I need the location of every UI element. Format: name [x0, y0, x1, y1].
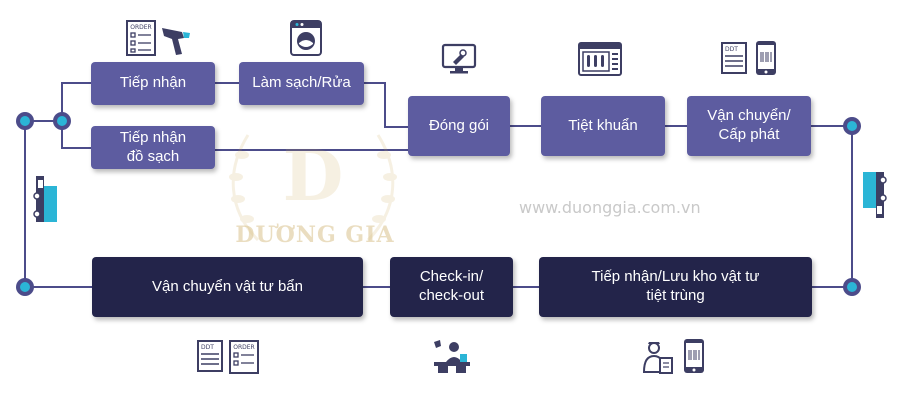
worker-clipboard-icon [642, 342, 673, 374]
node-left-bottom [16, 278, 34, 296]
link-to-receive [61, 82, 91, 121]
svg-text:ORDER: ORDER [233, 344, 254, 351]
delivery-note-icon-bottom: DDT [197, 340, 223, 372]
svg-text:ORDER: ORDER [130, 24, 151, 31]
watermark-url: www.duonggia.com.vn [519, 198, 701, 217]
node-left-split [53, 112, 71, 130]
barcode-scanner-icon [162, 28, 190, 55]
node-right-top [843, 117, 861, 135]
step-receive-clean: Tiếp nhận đồ sạch [91, 126, 215, 169]
node-left-top [16, 112, 34, 130]
worker-desk-icon [434, 340, 470, 373]
step-transport-issue: Vận chuyển/ Cấp phát [687, 96, 811, 156]
connector-nodes [16, 112, 861, 296]
mobile-barcode-icon [756, 41, 776, 75]
watermark-logo: D [229, 134, 397, 242]
step-package: Đóng gói [408, 96, 510, 156]
washing-machine-icon [290, 20, 322, 56]
monitor-icon [441, 43, 477, 74]
mobile-barcode-icon-bottom [684, 339, 704, 373]
step-transport-dirty: Vận chuyển vật tư bẩn [92, 257, 363, 317]
delivery-note-icon: DDT [721, 42, 747, 74]
step-clean-wash: Làm sạch/Rửa [239, 62, 364, 105]
step-checkin-checkout: Check-in/ check-out [390, 257, 513, 317]
watermark-name: DƯƠNG GIA [235, 222, 395, 248]
link-clean-package [364, 82, 408, 128]
sterilizer-icon [578, 42, 622, 76]
node-right-bottom [843, 278, 861, 296]
step-receive-store: Tiếp nhận/Lưu kho vật tư tiệt trùng [539, 257, 812, 317]
order-form-icon-bottom: ORDER [229, 340, 259, 374]
order-form-icon: ORDER [126, 20, 156, 56]
step-receive: Tiếp nhận [91, 62, 215, 105]
truck-right-icon [863, 172, 887, 218]
svg-text:DDT: DDT [725, 46, 738, 53]
watermark-logo-letter: D [283, 134, 344, 217]
truck-left-icon [33, 176, 57, 222]
svg-text:DDT: DDT [201, 344, 214, 351]
step-sterilize: Tiệt khuẩn [541, 96, 665, 156]
